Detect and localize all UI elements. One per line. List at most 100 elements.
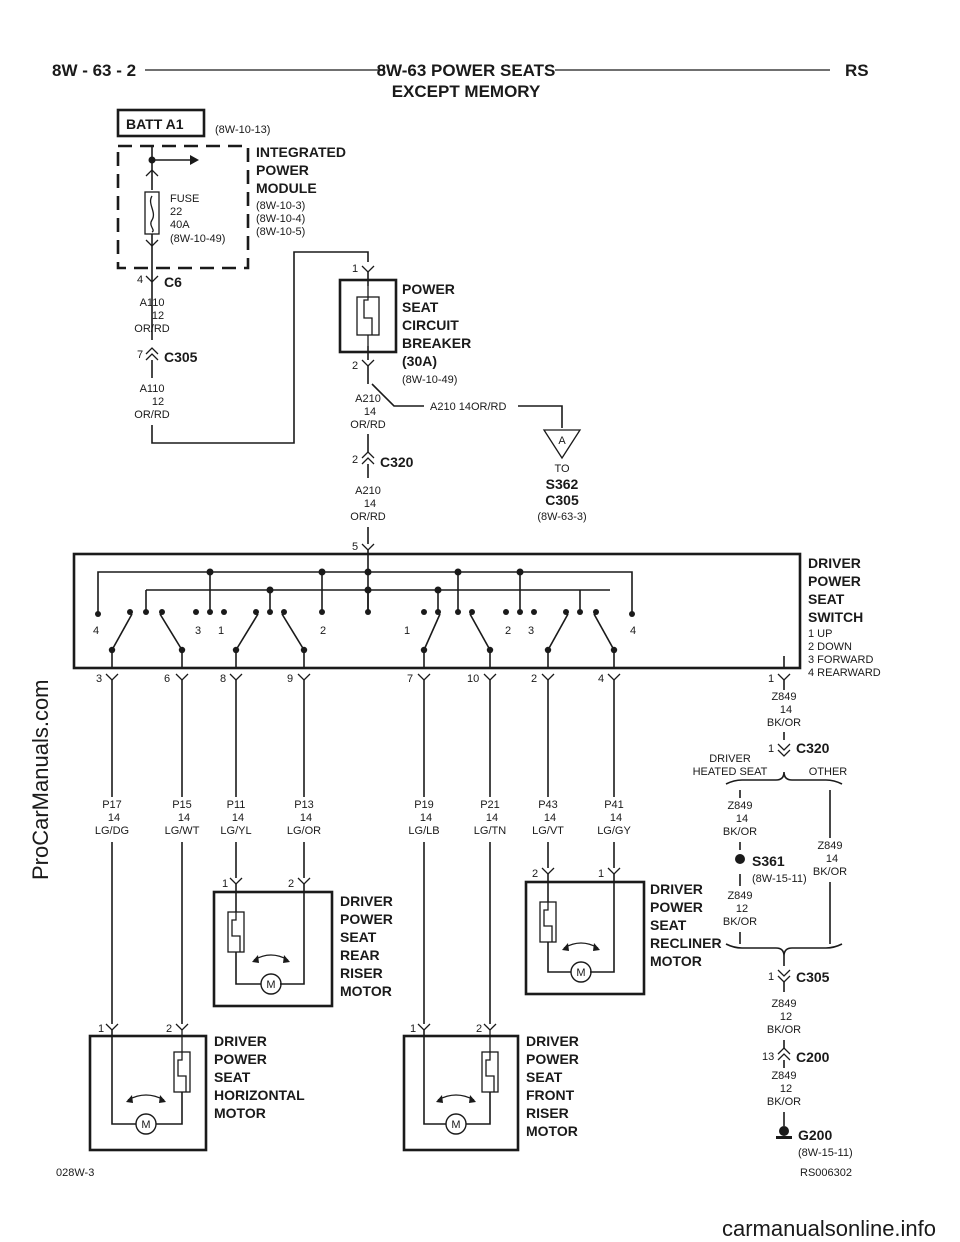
ground-g200-ref: (8W-15-11) xyxy=(798,1147,853,1159)
splice-s361-name: S361 xyxy=(752,853,785,869)
offpage-letter: A xyxy=(558,435,566,447)
switch-pos-up-b: 1 xyxy=(404,625,410,637)
circuit-p19-name: P19 xyxy=(414,799,434,811)
ipm-title-1: INTEGRATED xyxy=(256,144,346,160)
circuit-p11-gauge: 14 xyxy=(232,812,244,824)
recliner-title-4: RECLINER xyxy=(650,935,722,951)
z849-wire-5-gauge: 12 xyxy=(780,1083,792,1095)
circuit-p21-gauge: 14 xyxy=(486,812,498,824)
recliner-title-5: MOTOR xyxy=(650,953,702,969)
c305-top-connector: 7 C305 A110 12 OR/RD xyxy=(134,251,369,444)
offpage-connector-icon xyxy=(542,429,582,460)
ground-g200-name: G200 xyxy=(798,1127,832,1143)
c200-pin: 13 xyxy=(762,1051,774,1063)
c320-gnd-name: C320 xyxy=(796,740,830,756)
switch-title-2: POWER xyxy=(808,573,861,589)
circuit-p11-color: LG/YL xyxy=(220,825,251,837)
recliner-title-3: SEAT xyxy=(650,917,687,933)
horizontal-motor-symbol: M xyxy=(141,1119,150,1131)
switch-title-1: DRIVER xyxy=(808,555,861,571)
horizontal-motor: 1 2 M DRIVER POWER SEAT HORIZONTAL MOTOR xyxy=(88,1023,305,1152)
recliner-motor-symbol: M xyxy=(576,967,585,979)
offpage-target-c305: C305 xyxy=(545,492,579,508)
page-ref: 8W - 63 - 2 xyxy=(52,61,136,80)
circuit-p15-color: LG/WT xyxy=(165,825,200,837)
circuit-p17-gauge: 14 xyxy=(108,812,120,824)
a210-wire-2-color: OR/RD xyxy=(350,511,386,523)
offpage-ref: (8W-63-3) xyxy=(537,511,586,523)
ipm-ref-3: (8W-10-5) xyxy=(256,226,305,238)
switch-pos-down-a: 2 xyxy=(320,625,326,637)
horizontal-title-2: POWER xyxy=(214,1051,267,1067)
switch-output-pins: 3 6 8 9 7 10 2 4 1 xyxy=(96,673,791,685)
breaker-icon xyxy=(363,286,373,346)
a110-wire-2-gauge: 12 xyxy=(152,396,164,408)
recliner-title-2: POWER xyxy=(650,899,703,915)
switch-pin-1: 1 xyxy=(768,673,774,685)
breaker-pin-top: 1 xyxy=(352,263,358,275)
ipm-ref-2: (8W-10-4) xyxy=(256,213,305,225)
switch-pos-rearward-a: 4 xyxy=(93,625,99,637)
front-riser-title-5: RISER xyxy=(526,1105,569,1121)
switch-legend-down: 2 DOWN xyxy=(808,641,852,653)
ipm-ref-1: (8W-10-3) xyxy=(256,200,305,212)
switch-pos-rearward-b: 4 xyxy=(630,625,636,637)
c6-pin: 4 xyxy=(137,274,143,286)
rear-riser-motor: 1 2 M DRIVER POWER SEAT REAR RISER MOTOR xyxy=(212,877,393,1008)
circuit-p43-name: P43 xyxy=(538,799,558,811)
switch-legend-forward: 3 FORWARD xyxy=(808,654,873,666)
battery-feed: BATT A1 (8W-10-13) xyxy=(116,108,270,138)
breaker-title-4: BREAKER xyxy=(402,335,471,351)
switch-pos-up-a: 1 xyxy=(218,625,224,637)
c320-gnd-pin: 1 xyxy=(768,743,774,755)
switch-pos-forward-a: 3 xyxy=(195,625,201,637)
model-code: RS xyxy=(845,61,869,80)
z849-wire-3-name: Z849 xyxy=(727,890,752,902)
circuit-p17-name: P17 xyxy=(102,799,122,811)
switch-legend-rearward: 4 REARWARD xyxy=(808,667,881,679)
branch-other: OTHER xyxy=(809,766,848,778)
front-riser-title-3: SEAT xyxy=(526,1069,563,1085)
fuse-number: 22 xyxy=(170,206,182,218)
rear-riser-title-3: SEAT xyxy=(340,929,377,945)
z849-other-color: BK/OR xyxy=(813,866,847,878)
front-riser-motor-symbol: M xyxy=(451,1119,460,1131)
z849-other-gauge: 14 xyxy=(826,853,838,865)
circuit-p19-color: LG/LB xyxy=(408,825,439,837)
a110-wire-2-name: A110 xyxy=(140,383,165,395)
z849-wire-3-color: BK/OR xyxy=(723,916,757,928)
page-header: 8W - 63 - 2 8W-63 POWER SEATS EXCEPT MEM… xyxy=(52,61,869,101)
recliner-title-1: DRIVER xyxy=(650,881,703,897)
z849-other-name: Z849 xyxy=(817,840,842,852)
a210-wire-2-name: A210 xyxy=(355,485,381,497)
z849-wire-4-gauge: 12 xyxy=(780,1011,792,1023)
c305-gnd-name: C305 xyxy=(796,969,830,985)
circuit-p15-gauge: 14 xyxy=(178,812,190,824)
ipm-title-2: POWER xyxy=(256,162,309,178)
page-title: 8W-63 POWER SEATS xyxy=(377,61,556,80)
switch-pin-9: 9 xyxy=(287,673,293,685)
z849-wire-3-gauge: 12 xyxy=(736,903,748,915)
z849-wire-4-color: BK/OR xyxy=(767,1024,801,1036)
ground-circuit: Z849 14 BK/OR 1 C320 DRIVER HEATED SEAT … xyxy=(693,680,853,1159)
bottom-watermark: carmanualsonline.info xyxy=(722,1216,936,1241)
offpage-to: TO xyxy=(554,463,570,475)
c6-connector: 4 C6 A110 12 OR/RD xyxy=(134,270,182,340)
z849-wire-5-color: BK/OR xyxy=(767,1096,801,1108)
rear-riser-pin-1: 1 xyxy=(222,878,228,890)
rear-riser-title-5: RISER xyxy=(340,965,383,981)
c320-top-name: C320 xyxy=(380,454,414,470)
side-watermark: ProCarManuals.com xyxy=(28,679,53,880)
switch-pin-8: 8 xyxy=(220,673,226,685)
switch-pin-10: 10 xyxy=(467,673,479,685)
z849-wire-2-color: BK/OR xyxy=(723,826,757,838)
ipm-title-3: MODULE xyxy=(256,180,317,196)
driver-power-seat-switch: DRIVER POWER SEAT SWITCH 1 UP 2 DOWN 3 F… xyxy=(72,550,881,679)
circuit-p43-color: LG/VT xyxy=(532,825,564,837)
a210-wire-1-gauge: 14 xyxy=(364,406,376,418)
branch-heated-seat-2: HEATED SEAT xyxy=(693,766,768,778)
front-riser-title-6: MOTOR xyxy=(526,1123,578,1139)
circuit-p21-color: LG/TN xyxy=(474,825,506,837)
rear-riser-title-6: MOTOR xyxy=(340,983,392,999)
